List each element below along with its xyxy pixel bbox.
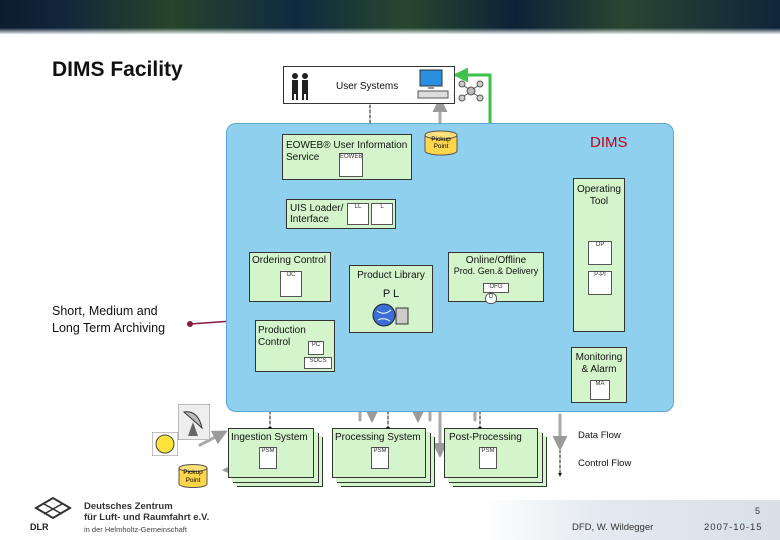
ingestion-system-box: Ingestion System PSM [228,428,314,478]
network-icon [458,80,484,102]
online-offline-tag: OFG [483,283,509,293]
production-control-box: Production Control PC SOCS [255,320,335,372]
post-processing-label: Post-Processing [449,432,522,443]
operating-tool-line1: Operating [577,184,621,195]
archiving-label: Short, Medium and Long Term Archiving [52,303,165,337]
production-control-tag: PC [308,341,324,355]
product-library-box: Product Library P L [349,265,433,333]
pickup-database-icon [178,464,208,488]
user-systems-label: User Systems [336,81,399,92]
online-offline-box: Online/Offline Prod. Gen.& Delivery OFG … [448,252,544,304]
production-control-line1: Production [258,325,306,336]
processing-system-label: Processing System [335,432,421,443]
operating-tool-line2: Tool [589,196,609,207]
online-offline-line2: Prod. Gen.& Delivery [453,266,539,276]
pickup-point-top-label: Pickup Point [431,136,451,150]
legend-control-flow: Control Flow [578,458,632,469]
post-processing-tag: PSM [479,447,497,469]
ingestion-system-label: Ingestion System [231,432,308,443]
green-link-arrow [453,67,492,130]
processing-system-box: Processing System PSM [332,428,426,478]
archiving-line1: Short, Medium and [52,304,158,318]
pickup-point-top: Pickup Point [424,130,458,156]
satellite-dish-icon [178,404,210,440]
production-control-line2: Control [258,337,291,348]
ordering-control-label: Ordering Control [252,255,326,266]
eoweb-line1: EOWEB® User Information [286,140,408,151]
uis-loader-box: UIS Loader/ Interface LL L [286,199,396,229]
footer-band [480,500,780,540]
uis-loader-tag1: LL [347,203,369,225]
ordering-control-box: Ordering Control OC [249,252,331,302]
author: DFD, W. Wildegger [572,522,654,533]
pickup-point-bottom: Pickup Point [178,464,208,488]
monitoring-box: Monitoring & Alarm MA [571,347,627,403]
slide-title: DIMS Facility [52,58,183,81]
pickup-database-icon [424,130,458,156]
header-banner [0,0,780,34]
pipi-tag: P-PI [588,271,612,295]
ordering-control-tag: OC [280,271,302,297]
org-line3: in der Helmholtz-Gemeinschaft [84,525,187,534]
operating-tool-box: Operating Tool OP P-PI [573,178,625,332]
monitoring-line2: & Alarm [581,364,617,375]
library-globe-icon [372,303,409,327]
eoweb-line2: Service [286,152,320,163]
org-line1: Deutsches Zentrum [84,501,173,512]
page-number: 5 [755,506,761,516]
dlr-abbr: DLR [30,522,49,532]
moon-icon [152,432,178,456]
online-offline-tag2: D [485,293,497,304]
product-library-label: Product Library [357,270,425,281]
monitoring-line1: Monitoring [575,352,623,363]
eoweb-tag: EOWEB [339,153,363,177]
product-library-tag: P L [382,288,400,300]
archiving-line2: Long Term Archiving [52,321,166,335]
legend-data-flow: Data Flow [578,430,621,441]
dlr-logo [34,496,72,520]
ingestion-system-tag: PSM [259,447,277,469]
org-line2: für Luft- und Raumfahrt e.V. [84,512,210,523]
uis-loader-line1: UIS Loader/ [290,203,344,214]
dims-label: DIMS [590,134,628,151]
production-control-tag2: SOCS [304,357,332,369]
computer-icon [417,69,449,99]
post-processing-box: Post-Processing PSM [444,428,538,478]
users-icon [292,73,308,100]
date: 2007-10-15 [704,522,763,533]
uis-loader-line2: Interface [290,214,329,225]
user-systems-box: User Systems [283,66,455,104]
monitoring-tag: MA [590,380,610,400]
operating-tool-tag: OP [588,241,612,265]
eoweb-box: EOWEB® User Information Service EOWEB [282,134,412,180]
online-offline-line1: Online/Offline [465,255,527,266]
uis-loader-tag2: L [371,203,393,225]
pickup-point-bottom-label: Pickup Point [183,469,203,484]
processing-system-tag: PSM [371,447,389,469]
